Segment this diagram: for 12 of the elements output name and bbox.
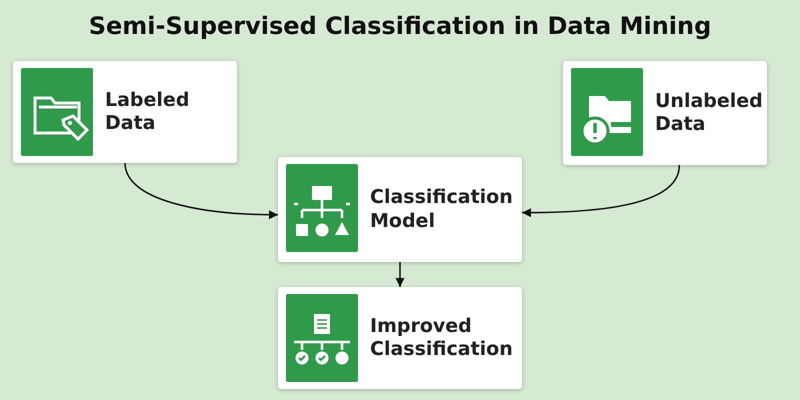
process-card — [563, 61, 767, 165]
node-label: Improved Classification — [370, 314, 513, 362]
node-label: Labeled Data — [105, 88, 190, 136]
node-label: Unlabeled Data — [655, 90, 764, 136]
arrow — [522, 164, 680, 218]
process-card — [278, 157, 522, 262]
node-label: Classification Model — [370, 186, 513, 233]
process-card — [278, 287, 522, 389]
arrow — [124, 162, 278, 220]
process-card — [13, 61, 237, 163]
diagram-title: Semi-Supervised Classification in Data Mining — [88, 12, 712, 40]
arrow — [396, 262, 404, 287]
